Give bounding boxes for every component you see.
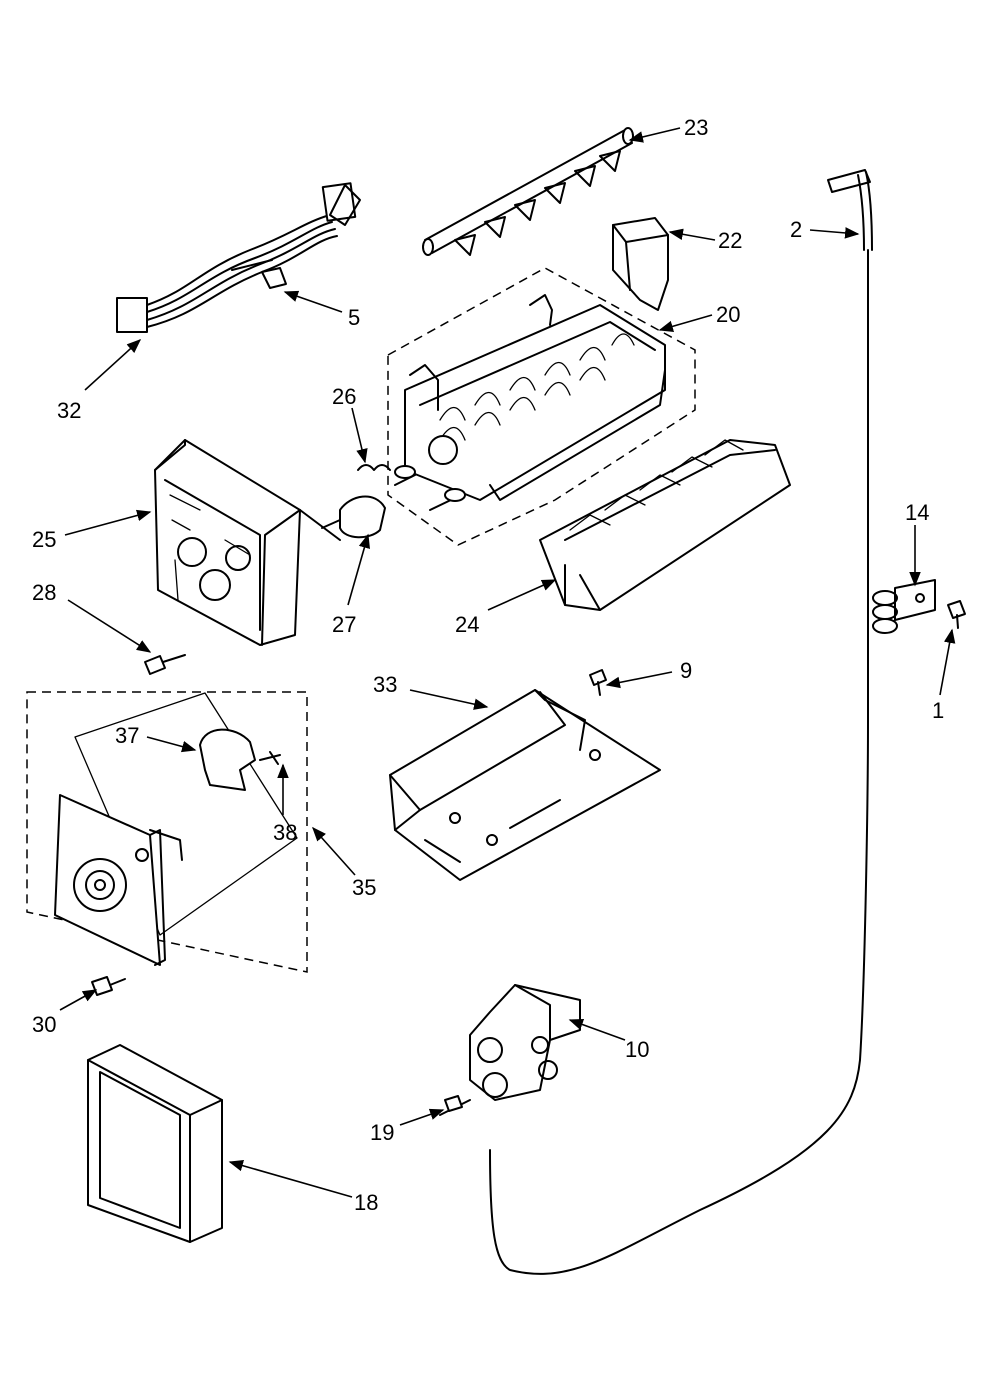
callout-14: 14 — [905, 500, 929, 525]
part-clip — [261, 267, 287, 289]
part-bracket — [612, 217, 669, 311]
callout-38: 38 — [273, 820, 297, 845]
part-screw-9 — [589, 669, 607, 696]
callout-32: 32 — [57, 398, 81, 423]
part-housing — [154, 439, 341, 646]
callout-5: 5 — [348, 305, 360, 330]
callout-30: 30 — [32, 1012, 56, 1037]
callout-35: 35 — [352, 875, 376, 900]
callout-37: 37 — [115, 723, 139, 748]
callout-labels: 23 22 20 2 5 32 26 25 27 24 28 14 1 9 33… — [32, 115, 944, 1215]
part-wire-harness — [116, 182, 361, 333]
part-cover-plate — [389, 689, 661, 881]
part-screw-30 — [91, 976, 126, 996]
callout-28: 28 — [32, 580, 56, 605]
part-water-valve — [439, 984, 581, 1116]
part-ice-mold — [387, 267, 696, 546]
callout-1: 1 — [932, 698, 944, 723]
part-screw-1 — [947, 600, 966, 629]
callout-23: 23 — [684, 115, 708, 140]
callout-19: 19 — [370, 1120, 394, 1145]
callout-22: 22 — [718, 228, 742, 253]
callout-18: 18 — [354, 1190, 378, 1215]
callout-20: 20 — [716, 302, 740, 327]
callout-25: 25 — [32, 527, 56, 552]
part-screw-19 — [444, 1095, 463, 1112]
part-ejector-arm — [422, 127, 634, 256]
callout-9: 9 — [680, 658, 692, 683]
part-fan-cup — [321, 495, 386, 539]
part-shield — [539, 439, 791, 611]
part-clamp — [872, 579, 936, 634]
callout-26: 26 — [332, 384, 356, 409]
callout-10: 10 — [625, 1037, 649, 1062]
part-screw-28 — [144, 654, 186, 675]
callout-27: 27 — [332, 612, 356, 637]
part-water-tube — [489, 169, 873, 1275]
part-spring-clip — [357, 464, 391, 471]
leader-lines — [59, 127, 956, 1198]
part-module-assembly — [26, 691, 308, 973]
part-filter-box — [87, 1044, 223, 1243]
callout-24: 24 — [455, 612, 479, 637]
callout-33: 33 — [373, 672, 397, 697]
callout-2: 2 — [790, 217, 802, 242]
